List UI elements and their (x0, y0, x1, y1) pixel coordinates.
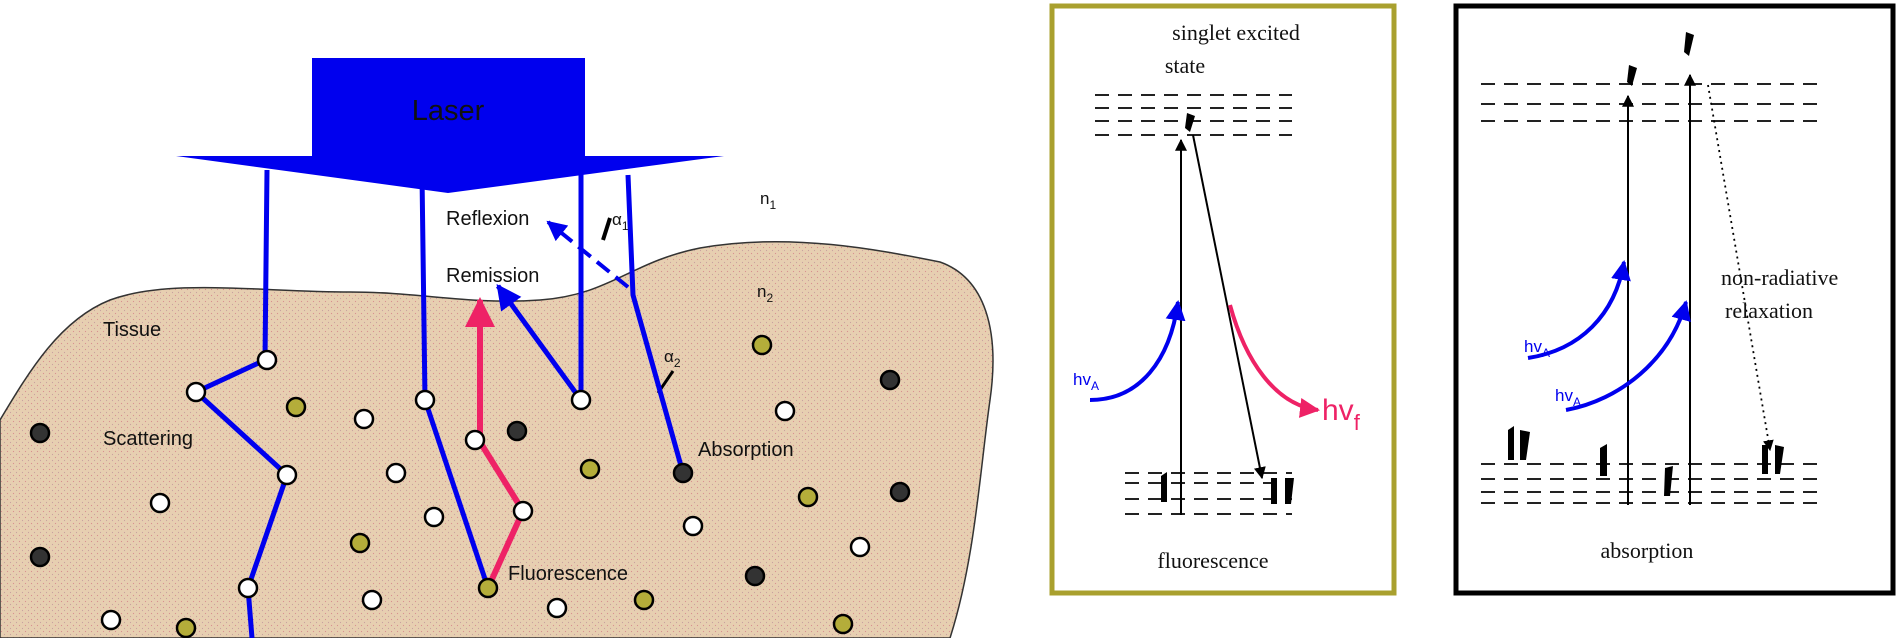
absorber (744, 565, 766, 587)
particles (29, 334, 911, 638)
scatterer (682, 515, 704, 537)
fluorescence-path (465, 297, 526, 590)
fluorophore (579, 458, 601, 480)
n2-label: n2 (757, 282, 773, 305)
fluorophore (633, 589, 655, 611)
scatterer (361, 589, 383, 611)
alpha1-label: α1 (612, 210, 629, 233)
excited-levels (1095, 94, 1292, 136)
fluorescence-panel: singlet excited state hvA hvf fluorescen… (1049, 3, 1397, 596)
singlet-state-title-line1: singlet excited (1172, 20, 1300, 45)
reflexion-arrow (546, 220, 630, 289)
hv-a-excitation-curve (1089, 300, 1186, 402)
scatterer (423, 506, 445, 528)
fluorophore (349, 532, 371, 554)
absorber (879, 369, 901, 391)
scatterer (100, 609, 122, 631)
absorption-label: Absorption (698, 439, 794, 461)
fluorophore (797, 486, 819, 508)
alpha1-mark (601, 217, 612, 241)
alpha2-label: α2 (664, 347, 681, 370)
absorber (29, 546, 51, 568)
scatterer (149, 492, 171, 514)
absorption-electron-spins (1508, 32, 1784, 496)
hv-a1-label: hvA (1524, 337, 1550, 360)
laser-label: Laser (412, 95, 485, 127)
fluorophore (477, 577, 499, 599)
fluorophore (751, 334, 773, 356)
scatterer (849, 536, 871, 558)
fluorophore (832, 613, 854, 635)
scatterer (385, 462, 407, 484)
nonradiative-label-line1: non-radiative (1721, 265, 1838, 290)
fluorophore (285, 396, 307, 418)
absorber (889, 481, 911, 503)
laser-beam (176, 58, 724, 193)
singlet-state-title-line2: state (1165, 53, 1205, 78)
remission-arrow (495, 283, 584, 402)
scatterer (237, 577, 259, 599)
scatterer (546, 597, 568, 619)
scatterer (512, 500, 534, 522)
reflexion-label: Reflexion (446, 208, 529, 230)
fluorescence-caption: fluorescence (1157, 548, 1268, 573)
scatterer (570, 389, 592, 411)
fluorescence-label: Fluorescence (508, 563, 628, 585)
scatterer (353, 408, 375, 430)
scatterer (774, 400, 796, 422)
absorber (29, 422, 51, 444)
tissue-diagram: Laser Reflexion Remission n1 n2 α1 α2 Ti… (0, 58, 994, 638)
absorption-panel: hvA hvA non-radiative relaxation absorpt… (1453, 3, 1896, 596)
absorber (672, 462, 694, 484)
absorption-path (625, 174, 686, 474)
scattering-label: Scattering (103, 428, 193, 450)
emission-arrow (1192, 134, 1266, 480)
hv-a1-excitation-curve (1527, 260, 1631, 360)
scatterer (256, 349, 278, 371)
fluorescence-panel-frame (1049, 3, 1397, 596)
fluorophore (175, 617, 197, 638)
absorption-excited-levels (1481, 83, 1818, 122)
scatterer (276, 464, 298, 486)
hv-f-emission-curve (1228, 304, 1320, 418)
tissue-body (0, 240, 994, 638)
absorber (506, 420, 528, 442)
hv-a2-excitation-curve (1565, 300, 1691, 412)
hv-f-label: hvf (1322, 394, 1361, 435)
hv-a-label: hvA (1073, 370, 1099, 393)
nonradiative-arrow (1707, 84, 1774, 452)
n1-label: n1 (760, 189, 776, 212)
tissue-label: Tissue (103, 319, 161, 341)
electron-spins (1161, 113, 1294, 504)
scatterer (414, 389, 436, 411)
hv-a2-label: hvA (1555, 386, 1581, 409)
absorption-panel-frame (1453, 3, 1896, 596)
nonradiative-label-line2: relaxation (1725, 298, 1813, 323)
remission-label: Remission (446, 265, 539, 287)
absorption-ground-levels (1481, 463, 1818, 504)
absorption-caption: absorption (1601, 538, 1694, 563)
scatterer (464, 429, 486, 451)
scatterer (185, 381, 207, 403)
